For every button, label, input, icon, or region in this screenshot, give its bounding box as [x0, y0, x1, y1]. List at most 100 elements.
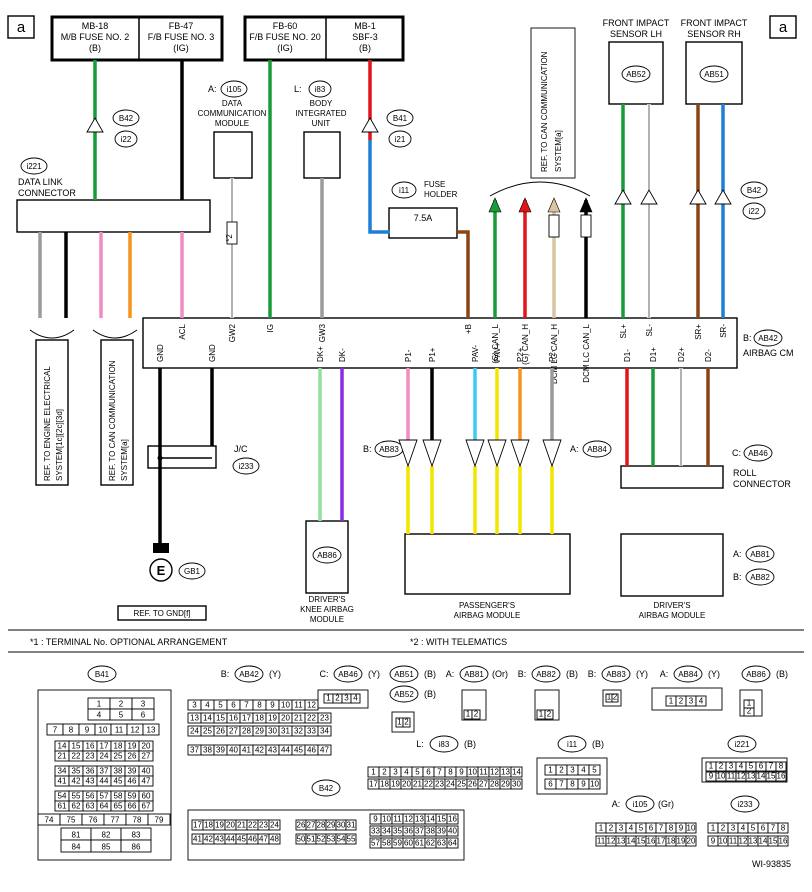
conn-i83-r1-pin: 9 — [459, 768, 464, 777]
conn-ab51-pins-cell — [402, 717, 411, 728]
conn-b41-r7-pin: 86 — [132, 843, 141, 852]
conn-i83-r2-pin: 21 — [413, 780, 422, 789]
conn-i83-r1-pin: 10 — [468, 768, 477, 777]
conn-b41-r3-cell — [138, 750, 154, 762]
conn-b41-r1-pin: 6 — [141, 711, 146, 720]
i22-top: i22 — [121, 135, 132, 144]
cm-pin-bottom-11: D1+ — [649, 347, 658, 362]
conn-b41-r3-pin: 20 — [142, 742, 151, 751]
pass-conn-tri-5 — [542, 439, 562, 468]
conn-b41-r1-cell — [131, 708, 155, 721]
conn-b41-r1-pin: 1 — [97, 700, 102, 709]
conn-ab42-r2-pin: 20 — [281, 714, 290, 723]
conn-ab42-r4-pin: 42 — [255, 746, 264, 755]
conn-i105-r1-pin: 1 — [599, 824, 604, 833]
conn-ab42-r3-pin: 25 — [203, 727, 212, 736]
ground-conn: GB1 — [184, 567, 201, 576]
conn-b42-r7-pin: 62 — [426, 839, 435, 848]
conn-i83-r2-pin: 17 — [369, 780, 378, 789]
roll-prefix: C: — [732, 448, 741, 458]
cm-pin-top-0: ACL — [178, 323, 187, 339]
conn-i83-r2-pin: 18 — [380, 780, 389, 789]
airbag-cm-box — [142, 317, 738, 369]
cm-pin-top-2: IG — [266, 324, 275, 332]
dlc-box — [16, 199, 211, 233]
conn-b42-r6-pin: 39 — [437, 827, 446, 836]
conn-i233-r2-pin: 13 — [749, 837, 758, 846]
cm-pin-bottom-2: DK+ — [316, 346, 325, 362]
dcm-conn-oval — [220, 80, 248, 98]
i22-right: i22 — [749, 207, 760, 216]
conn-ab86-id: AB86 — [746, 670, 766, 679]
conn-b41-r3-pin: 25 — [114, 752, 123, 761]
conn-b41-r2-cell — [142, 723, 160, 736]
conn-i221-oval — [727, 735, 757, 753]
conn-b42-r5-pin: 12 — [404, 815, 413, 824]
dlc-conn-oval — [20, 157, 48, 175]
conn-b42-id: B42 — [319, 784, 334, 793]
conn-ab46-pins-pin: 2 — [335, 694, 340, 703]
dcm-title-2: COMMUNICATION — [198, 109, 267, 118]
conn-b42-r2-pin: 42 — [204, 835, 213, 844]
conn-i233-r1-pin: 6 — [761, 824, 766, 833]
conn-b41-r7-pin: 85 — [102, 843, 111, 852]
conn-b42-r6-pin: 37 — [415, 827, 424, 836]
conn-b42-r5-pin: 10 — [382, 815, 391, 824]
cm-pin-bottom-13: D2- — [704, 349, 713, 362]
fuse-mb1-name: SBF-3 — [352, 32, 378, 42]
fuse-block-left: MB-18 M/B FUSE NO. 2 (B) FB-47 F/B FUSE … — [50, 15, 224, 62]
conn-i105-r1-pin: 4 — [629, 824, 634, 833]
corner-label-left: a — [17, 19, 26, 36]
conn-ab42-r4-pin: 43 — [268, 746, 277, 755]
conn-b42-r1-pin: 19 — [215, 821, 224, 830]
conn-b42-oval — [311, 779, 341, 797]
conn-b41-r7-pin: 82 — [102, 831, 111, 840]
conn-b41-r4-pin: 40 — [142, 767, 151, 776]
can-ref-bottom-1: REF. TO CAN COMMUNICATION — [108, 360, 117, 481]
conn-ab42-r1-pin: 9 — [270, 701, 275, 710]
sensor-rh-conn: AB51 — [704, 70, 724, 79]
conn-b42-r3-cell — [345, 819, 357, 831]
conn-b42-r5-pin: 14 — [426, 815, 435, 824]
conn-i233-id: i233 — [737, 800, 753, 809]
conn-ab81-pins-pin: 1 — [466, 710, 471, 719]
conn-b42-r6-pin: 35 — [393, 827, 402, 836]
knee-conn-oval — [312, 546, 342, 564]
conn-i105-r2-pin: 13 — [617, 837, 626, 846]
conn-i83-r1-pin: 6 — [426, 768, 431, 777]
dcm-box — [213, 131, 253, 179]
tri-26 — [689, 189, 707, 205]
conn-b41-r6-pin: 78 — [133, 816, 142, 825]
conn-b42-r1-pin: 18 — [204, 821, 213, 830]
conn-b42-r6-pin: 33 — [371, 827, 380, 836]
conn-i83-id: i83 — [439, 740, 450, 749]
conn-i105-r2-pin: 17 — [657, 837, 666, 846]
fuse-holder-conn-oval — [391, 181, 417, 199]
conn-i221-r1-pin: 4 — [739, 762, 744, 771]
conn-i233-r2-pin: 14 — [759, 837, 768, 846]
ab81-prefix: A: — [733, 549, 742, 559]
conn-i233-r1-pin: 1 — [711, 824, 716, 833]
cm-pin-top-6: (G) CAN_H — [521, 324, 530, 365]
conn-b42-r5-cell — [446, 813, 459, 825]
conn-i105-r1-pin: 2 — [609, 824, 614, 833]
conn-b41-r1-pin: 5 — [119, 711, 124, 720]
dlc-title-2: CONNECTOR — [18, 188, 76, 198]
conn-ab42-r1-pin: 3 — [192, 701, 197, 710]
i22-top-oval — [114, 130, 138, 148]
conn-b41-r2-pin: 9 — [85, 726, 90, 735]
conn-i105-r2-pin: 11 — [597, 837, 606, 846]
conn-ab81-color: (Or) — [492, 669, 508, 679]
ab82-conn: AB82 — [750, 573, 770, 582]
conn-i11-r1-pin: 1 — [548, 766, 553, 775]
conn-ab46-pins-pin: 4 — [353, 694, 358, 703]
conn-b41-r1-pin: 2 — [119, 700, 124, 709]
